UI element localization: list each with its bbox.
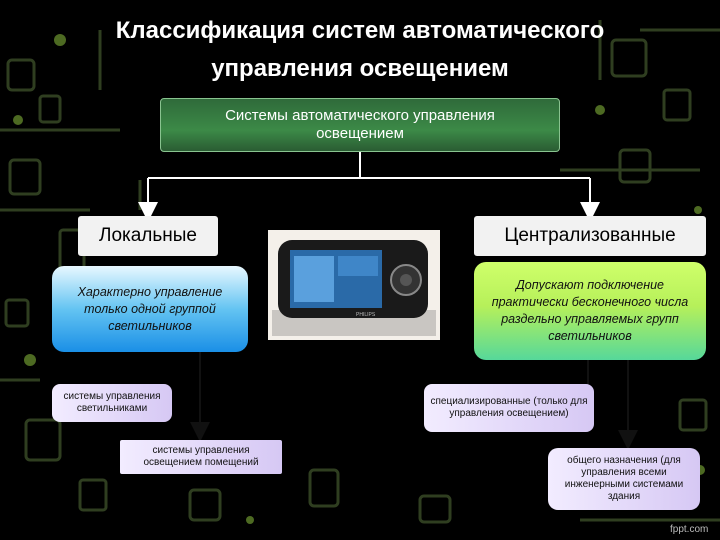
- local-node: Локальные: [78, 216, 218, 256]
- root-node: Системы автоматического управления освещ…: [160, 98, 560, 152]
- local-description: Характерно управление только одной групп…: [52, 266, 248, 352]
- leaf-room-lighting-control: системы управления освещением помещений: [120, 440, 282, 474]
- title-line-2: управления освещением: [211, 55, 509, 82]
- device-illustration: PHILIPS: [272, 240, 436, 336]
- remote-control-photo: PHILIPS: [268, 230, 440, 340]
- central-node: Централизованные: [474, 216, 706, 256]
- central-description: Допускают подключение практически бескон…: [474, 262, 706, 360]
- root-line-2: освещением: [316, 125, 404, 142]
- title-line-1: Классификация систем автоматического: [115, 17, 605, 44]
- watermark: fppt.com: [670, 524, 709, 535]
- leaf-specialized: специализированные (только для управлени…: [424, 384, 594, 432]
- device-brand: PHILIPS: [356, 312, 376, 318]
- slide-title: Классификация систем автоматического упр…: [40, 12, 680, 88]
- leaf-general-purpose: общего назначения (для управления всеми …: [548, 448, 700, 510]
- leaf-fixture-control: системы управления светильниками: [52, 384, 172, 422]
- root-line-1: Системы автоматического управления: [225, 107, 495, 124]
